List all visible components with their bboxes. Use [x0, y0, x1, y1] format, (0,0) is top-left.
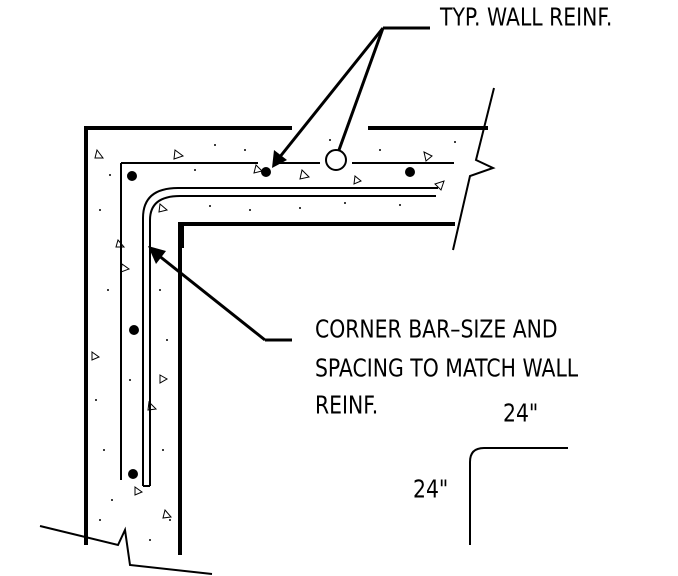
- corner-bar-arrowhead: [148, 246, 166, 264]
- aggregate-triangle: [159, 374, 169, 384]
- wall-outline: [84, 126, 488, 555]
- typ-reinf-arrowhead: [272, 150, 287, 168]
- dimension-vertical-label: 24": [413, 476, 448, 505]
- aggregate-triangle: [147, 400, 158, 411]
- aggregate-triangle: [253, 164, 263, 174]
- rebar-open-circle: [325, 149, 347, 171]
- aggregate-triangle: [434, 180, 445, 191]
- break-lines: [39, 87, 496, 575]
- corner-bar-inner: [149, 195, 436, 486]
- rebar-dot: [128, 469, 138, 479]
- rebar-dot: [261, 167, 271, 177]
- rebar-dot: [405, 167, 415, 177]
- break-line-bottom: [39, 525, 213, 575]
- corner-bar-label-line2: SPACING TO MATCH WALL: [315, 355, 578, 384]
- concrete-stipple: [95, 139, 456, 541]
- aggregate-triangle: [158, 203, 169, 213]
- concrete-aggregate: [91, 148, 445, 519]
- corner-bar-sketch: [469, 447, 568, 545]
- corner-bar-label-line3: REINF.: [315, 392, 378, 421]
- typ-wall-reinf-label: TYP. WALL REINF.: [439, 4, 612, 33]
- aggregate-triangle: [162, 508, 172, 519]
- rebar-dot: [127, 171, 137, 181]
- aggregate-triangle: [423, 151, 433, 162]
- break-line-right: [452, 87, 496, 251]
- aggregate-triangle: [120, 263, 131, 273]
- inner-wall-corner: [178, 222, 455, 555]
- aggregate-triangle: [94, 148, 104, 159]
- corner-bar-leader-diagonal: [157, 253, 266, 342]
- leaders: [148, 26, 430, 342]
- typ-reinf-leader-to-dot: [277, 27, 385, 159]
- reinforcement: [120, 149, 454, 487]
- corner-bar-dimension-sketch: [469, 447, 568, 545]
- rebar-dot: [129, 325, 139, 335]
- corner-bar-label-line1: CORNER BAR–SIZE AND: [315, 316, 558, 345]
- corner-bar-outer: [142, 187, 438, 486]
- dimension-horizontal-label: 24": [503, 400, 538, 429]
- aggregate-triangle: [91, 351, 101, 361]
- typ-reinf-leader-to-circle: [337, 27, 385, 151]
- aggregate-triangle: [173, 149, 185, 160]
- aggregate-triangle: [299, 169, 310, 180]
- aggregate-triangle: [115, 238, 126, 248]
- aggregate-triangle: [134, 486, 144, 496]
- aggregate-triangle: [353, 175, 362, 185]
